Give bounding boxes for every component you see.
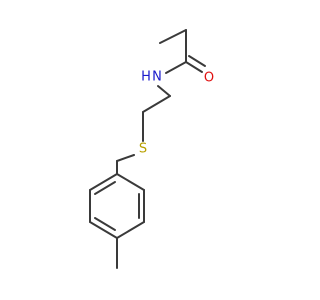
bond-c-c — [159, 29, 187, 44]
sulfur-label: S — [139, 142, 147, 157]
bond-s-c — [116, 154, 135, 162]
bond-c-c — [142, 95, 171, 113]
bond-c-o-double-1 — [185, 61, 203, 73]
bond-ring — [116, 221, 145, 239]
hydrogen-label: H — [141, 70, 151, 85]
bond-ring — [116, 173, 145, 191]
bond-ring — [89, 221, 118, 239]
bond-ring — [89, 173, 118, 191]
bond-c-o-double-2 — [188, 55, 206, 67]
bond-c-n — [165, 61, 187, 74]
bond-ring-inner — [94, 181, 116, 195]
bond-n-c — [157, 85, 171, 97]
bond-ring-inner — [94, 217, 116, 231]
molecule-structure-diagram: H N O S — [89, 29, 214, 269]
oxygen-label: O — [204, 71, 214, 86]
nitrogen-label: N — [152, 70, 162, 85]
